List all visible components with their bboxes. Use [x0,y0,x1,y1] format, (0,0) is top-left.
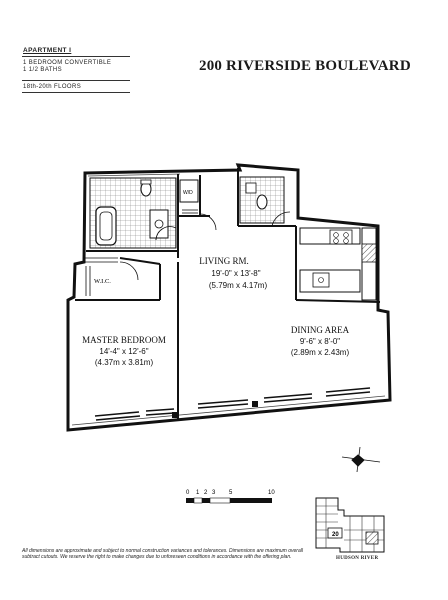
disclaimer-text: All dimensions are approximate and subje… [22,548,303,560]
structural-columns [172,401,258,418]
dining-area-dims: 9'-6" x 8'-0" [300,337,340,346]
powder-toilet [256,194,268,210]
wic-label: W.I.C. [94,278,111,285]
key-plan: 20 [315,497,385,553]
windows [94,387,371,421]
apartment-title: APARTMENT I [23,47,72,54]
exterior-walls [66,163,392,432]
scale-tick-3: 3 [212,490,216,496]
master-bedroom-dims-metric: (4.37m x 3.81m) [95,358,154,367]
apartment-floors: 18th-20th FLOORS [23,84,82,90]
header-rule [22,92,130,93]
kitchen-counter [299,269,361,293]
header-rule [22,56,130,57]
washer-dryer [179,179,199,203]
wd-label: W/D [183,190,193,196]
toilet-tank [140,179,152,185]
living-room-name: LIVING RM. [199,256,249,266]
apartment-bedrooms: 1 BEDROOM CONVERTIBLE [23,60,112,66]
powder-door-swing [271,211,291,227]
door-swing [199,213,217,231]
kitchen [299,227,377,301]
scale-tick-5: 5 [229,490,233,496]
living-room-dims: 19'-0" x 13'-8" [211,269,260,278]
scale-tick-10: 10 [268,490,275,496]
key-plan-unit-number: 20 [332,532,339,538]
cooktop [329,229,353,245]
master-bedroom-dims: 14'-4" x 12'-6" [99,347,148,356]
bath-door-swing [155,226,177,241]
header-rule [22,80,130,81]
interior-walls [75,168,381,420]
walk-in-closet [84,257,139,296]
dining-area-name: DINING AREA [291,325,350,335]
exterior-wall-inner-lines [71,173,386,426]
building-name: 200 RIVERSIDE BOULEVARD [199,58,411,74]
compass-arrow-icon [341,446,381,473]
sink [154,219,164,229]
living-room-dims-metric: (5.79m x 4.17m) [209,281,268,290]
scale-tick-2: 2 [204,490,208,496]
apartment-baths: 1 1/2 BATHS [23,67,62,73]
closet-shelving [182,209,198,214]
key-plan-highlight [365,531,379,545]
refrigerator [361,243,377,263]
scale-tick-0: 0 [186,490,190,496]
scale-tick-1: 1 [196,490,200,496]
scale-bar: 0 1 2 3 5 10 [186,490,275,504]
bathtub-basin [99,211,113,241]
hudson-river-label: HUDSON RIVER [336,556,379,561]
dining-area-dims-metric: (2.89m x 2.43m) [291,348,350,357]
powder-sink [245,182,257,194]
master-bedroom-name: MASTER BEDROOM [82,335,166,345]
